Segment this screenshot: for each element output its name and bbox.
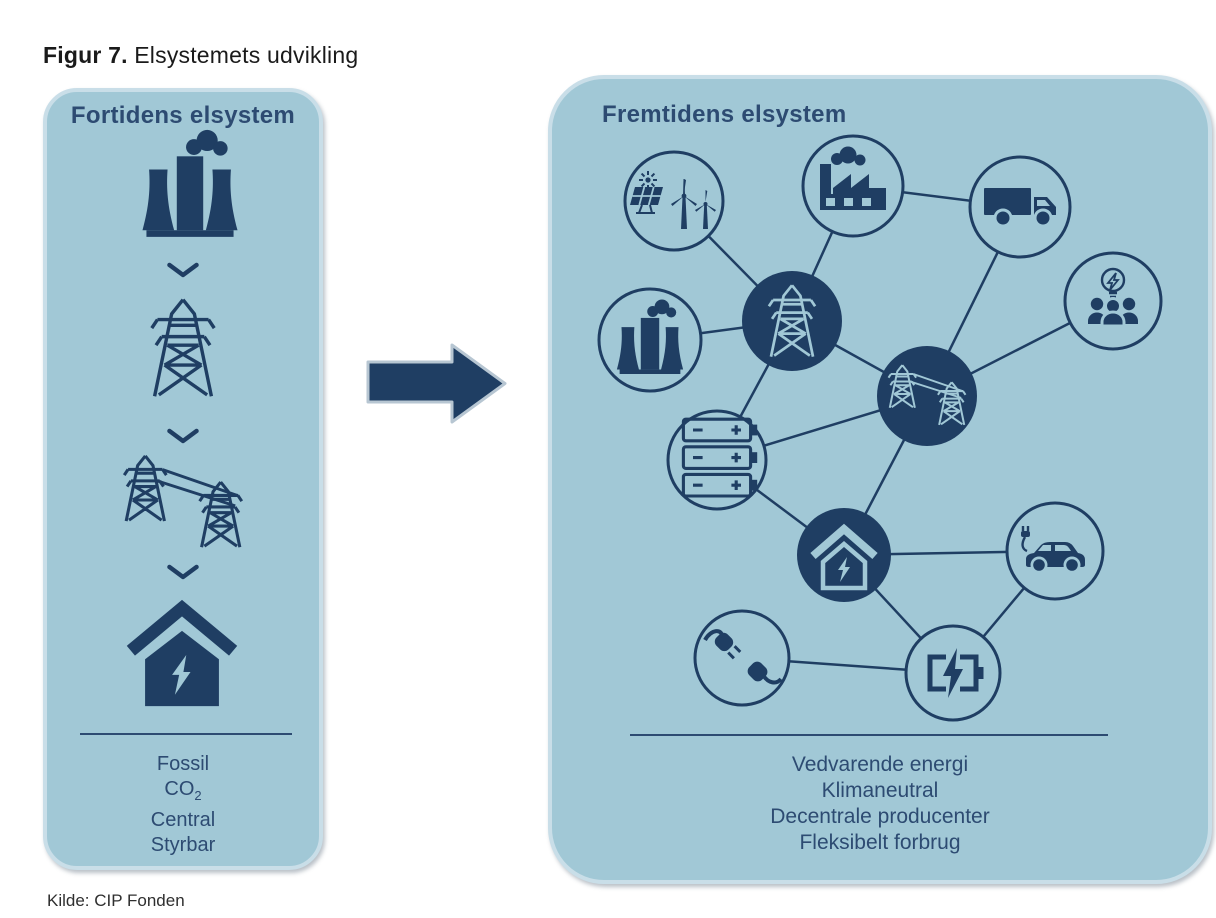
future-divider	[630, 734, 1108, 736]
transmission-tower-icon	[150, 298, 216, 398]
transition-arrow	[360, 338, 512, 435]
past-elsystem-panel: Fortidens elsystem Fossil CO2 Central St…	[43, 88, 323, 870]
past-attributes: Fossil CO2 Central Styrbar	[47, 752, 319, 858]
power-plant-icon	[142, 129, 238, 237]
chevron-down-icon	[170, 567, 197, 577]
solar-wind-icon	[623, 150, 725, 252]
figure-number: Figur 7.	[43, 42, 128, 68]
future-panel-header: Fremtidens elsystem	[602, 101, 847, 128]
power-plant-icon	[597, 287, 703, 393]
source-caption: Kilde: CIP Fonden	[47, 891, 185, 910]
past-icon-column	[47, 129, 319, 707]
label-fossil: Fossil	[156, 753, 210, 775]
label-fleksibelt-forbrug: Fleksibelt forbrug	[799, 831, 961, 854]
plug-icon	[693, 609, 791, 707]
past-divider	[80, 733, 292, 735]
electric-car-icon	[1005, 501, 1105, 601]
chevron-down-icon	[170, 431, 197, 441]
past-panel-header: Fortidens elsystem	[70, 102, 296, 129]
truck-icon	[968, 155, 1072, 259]
double-transmission-towers-icon	[124, 456, 242, 547]
battery-charging-icon	[904, 624, 1002, 722]
future-elsystem-panel: Fremtidens elsystem Vedvarende energi Kl…	[548, 75, 1212, 884]
label-co2: CO2	[164, 778, 202, 803]
figure-title-text: Elsystemets udvikling	[127, 42, 359, 68]
chevron-down-icon	[170, 265, 197, 275]
future-attributes: Vedvarende energi Klimaneutral Decentral…	[552, 752, 1208, 856]
arrow-right-icon	[366, 343, 507, 424]
consumers-lightbulb-icon	[1063, 251, 1163, 351]
factory-icon	[801, 134, 905, 238]
double-transmission-towers-node	[877, 346, 977, 446]
label-styrbar: Styrbar	[150, 834, 216, 856]
future-network	[597, 134, 1163, 722]
battery-storage-icon	[666, 409, 768, 511]
smart-home-node	[797, 508, 891, 602]
transmission-tower-node	[742, 271, 842, 371]
label-decentrale-producenter: Decentrale producenter	[770, 805, 990, 828]
figure-title: Figur 7. Elsystemets udvikling	[43, 42, 358, 69]
label-vedvarende-energi: Vedvarende energi	[791, 753, 969, 776]
label-central: Central	[150, 809, 216, 831]
house-electricity-icon	[126, 599, 238, 707]
label-klimaneutral: Klimaneutral	[821, 779, 939, 802]
